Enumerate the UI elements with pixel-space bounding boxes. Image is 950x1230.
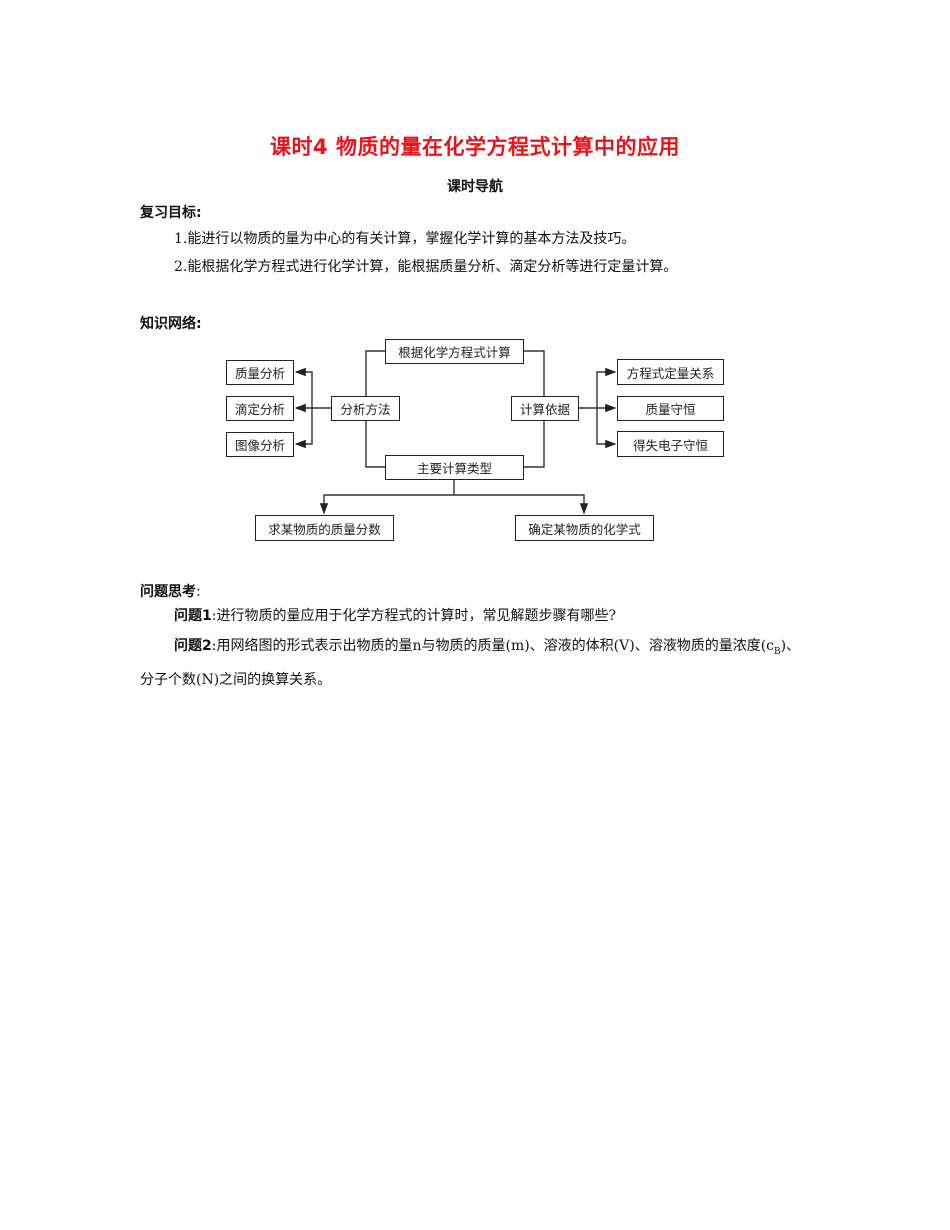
question-1: 问题1:进行物质的量应用于化学方程式的计算时，常见解题步骤有哪些? <box>140 602 812 630</box>
goal-item-2: 2.能根据化学方程式进行化学计算，能根据质量分析、滴定分析等进行定量计算。 <box>174 259 678 275</box>
goal-item-1: 1.能进行以物质的量为中心的有关计算，掌握化学计算的基本方法及技巧。 <box>174 231 636 247</box>
question-1-text: :进行物质的量应用于化学方程式的计算时，常见解题步骤有哪些? <box>211 608 616 624</box>
page-title: 课时4 物质的量在化学方程式计算中的应用 <box>270 135 680 159</box>
node-titration-analysis: 滴定分析 <box>226 396 294 421</box>
node-analysis-method: 分析方法 <box>331 396 400 421</box>
node-calculation-basis: 计算依据 <box>511 396 579 421</box>
question-2-label: 问题2 <box>174 638 212 654</box>
knowledge-network-heading: 知识网络: <box>140 316 202 332</box>
questions-heading: 问题思考: <box>140 581 201 601</box>
node-electron-conservation: 得失电子守恒 <box>617 431 724 457</box>
question-2-text-a: :用网络图的形式表示出物质的量n与物质的质量(m)、溶液的体积(V)、溶液物质的… <box>211 638 775 654</box>
node-equation-quantitative-relation: 方程式定量关系 <box>617 359 724 385</box>
node-image-analysis: 图像分析 <box>226 432 294 457</box>
questions-heading-text: 问题思考 <box>140 584 196 600</box>
question-2: 问题2:用网络图的形式表示出物质的量n与物质的质量(m)、溶液的体积(V)、溶液… <box>140 632 812 694</box>
node-mass-analysis: 质量分析 <box>226 360 294 385</box>
node-mass-conservation: 质量守恒 <box>617 396 724 421</box>
node-chemical-formula: 确定某物质的化学式 <box>515 515 654 541</box>
question-1-label: 问题1 <box>174 608 212 624</box>
node-equation-calculation: 根据化学方程式计算 <box>385 339 524 364</box>
node-mass-fraction: 求某物质的质量分数 <box>255 515 394 541</box>
questions-heading-colon: : <box>196 584 201 600</box>
question-2-subscript: B <box>774 646 781 657</box>
question-2-text-b: )、分子个数(N)之间的换算关系。 <box>140 638 801 688</box>
review-goals-heading: 复习目标: <box>140 205 202 221</box>
section-subtitle: 课时导航 <box>447 179 503 195</box>
node-main-calculation-types: 主要计算类型 <box>385 455 524 480</box>
